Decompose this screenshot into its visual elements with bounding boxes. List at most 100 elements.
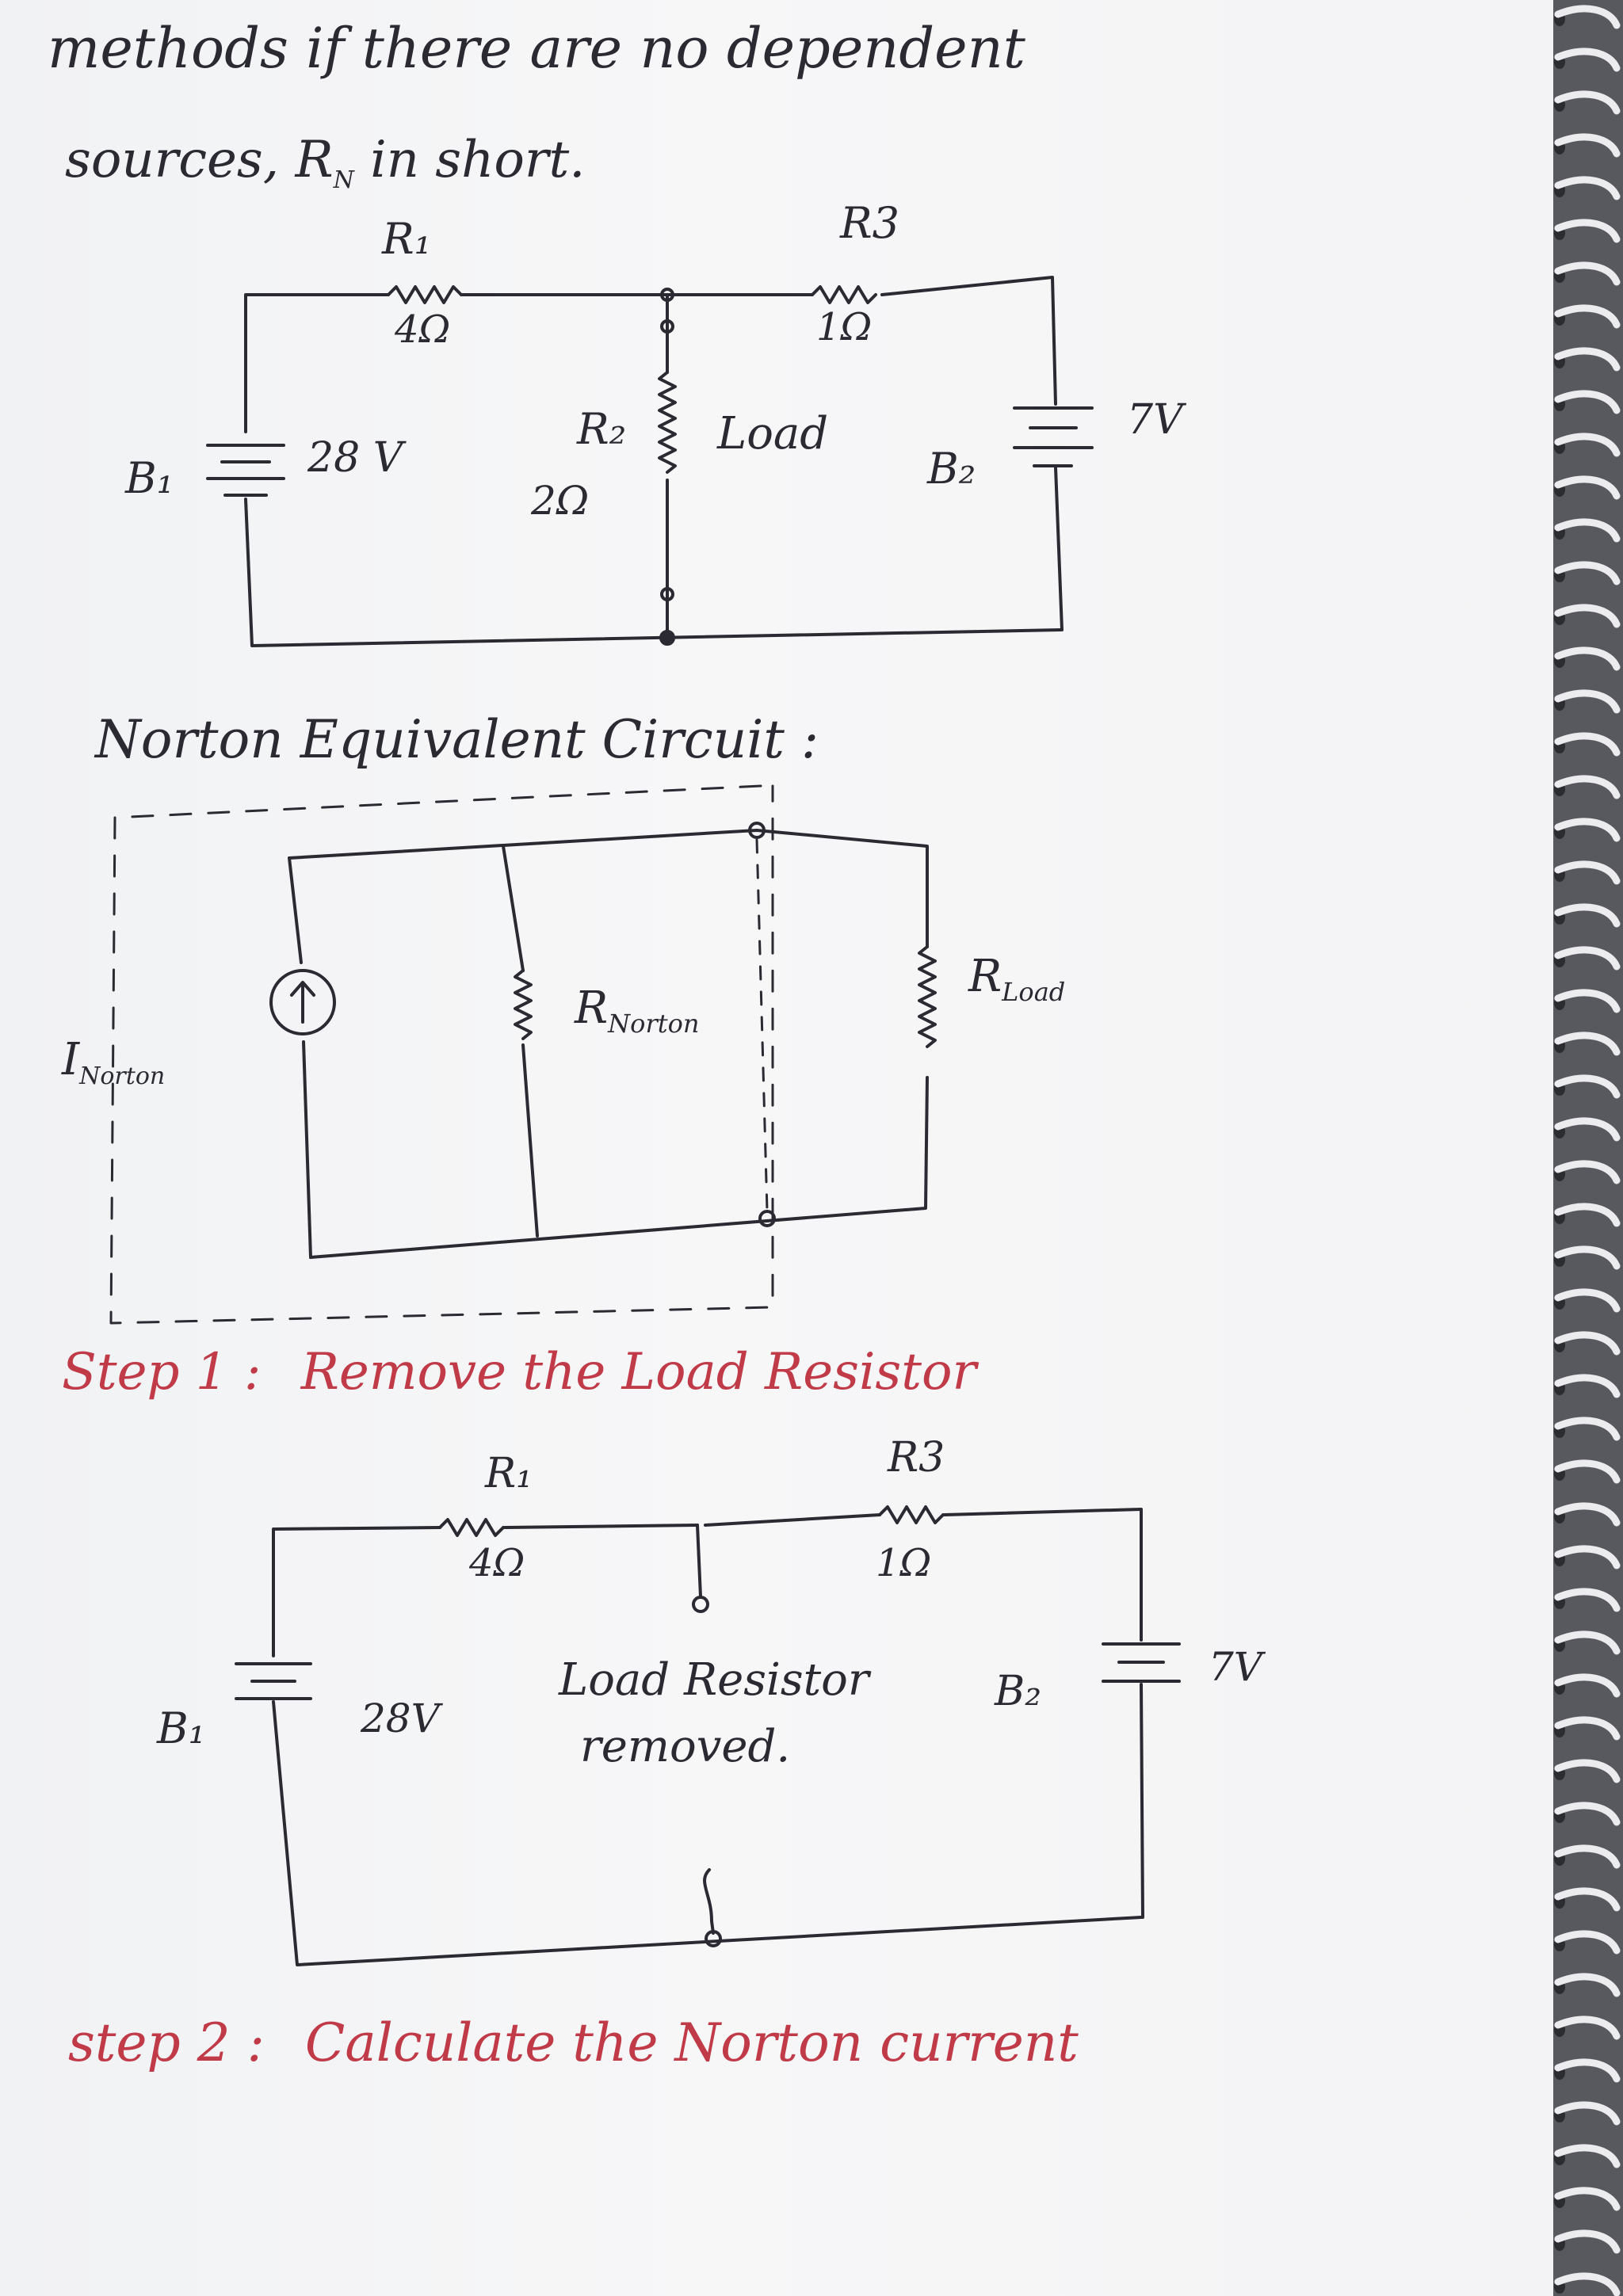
spiral-coil: [1554, 2229, 1621, 2254]
norton-heading: Norton Equivalent Circuit :: [95, 709, 819, 770]
spiral-coil: [1554, 5, 1621, 29]
norton-rn-sub: Norton: [608, 1009, 700, 1039]
norton-rn-wire-bottom: [521, 1043, 539, 1238]
c1-node-bottom: [659, 630, 675, 646]
spiral-coil: [1554, 732, 1621, 757]
spiral-coil: [1554, 604, 1621, 628]
c1-r1-name: R₁: [382, 214, 432, 264]
spiral-coil: [1554, 818, 1621, 842]
spiral-coil: [1554, 1759, 1621, 1783]
s1-note-line-2: removed.: [580, 1721, 791, 1772]
step1-heading: Step 1 : Remove the Load Resistor: [62, 1343, 976, 1402]
norton-bottom-wire: [309, 1076, 929, 1259]
spiral-coil: [1554, 1331, 1621, 1356]
norton-dashed-box: [109, 784, 774, 1325]
spiral-coil: [1554, 1716, 1621, 1741]
s1-open-terminal-top: [692, 1596, 709, 1613]
c1-load-label: Load: [717, 408, 829, 460]
c1-node-load-top: [660, 319, 674, 334]
spiral-coil: [1554, 133, 1621, 158]
step1-title: Remove the Load Resistor: [300, 1343, 977, 1402]
spiral-coil: [1554, 219, 1621, 243]
spiral-coil: [1554, 176, 1621, 200]
spiral-coil: [1554, 1502, 1621, 1527]
norton-left-wire-top: [288, 856, 303, 964]
c1-r3-resistor: [811, 285, 877, 304]
spiral-coil: [1554, 1288, 1621, 1313]
c1-r3-value: 1Ω: [816, 305, 873, 349]
step2-prefix: step 2 :: [68, 2012, 265, 2073]
norton-terminal-dash: [755, 838, 769, 1212]
norton-rload-resistor: [918, 945, 937, 1048]
spiral-coil: [1554, 1459, 1621, 1484]
s1-r3-name: R3: [888, 1434, 945, 1482]
c1-node-top: [660, 288, 674, 302]
s1-r1-resistor: [438, 1518, 505, 1537]
s1-b1-value: 28V: [361, 1695, 440, 1741]
norton-source-label: INorton: [62, 1034, 165, 1090]
spiral-coil: [1554, 860, 1621, 885]
s1-wire-to-r3: [704, 1513, 881, 1527]
spiral-coil: [1554, 689, 1621, 714]
spiral-coil: [1554, 2058, 1621, 2083]
norton-left-wire-bottom: [302, 1040, 312, 1259]
s1-right-wire: [1140, 1683, 1144, 1919]
spiral-coil: [1554, 1074, 1621, 1099]
spiral-coil: [1554, 903, 1621, 928]
norton-equivalent-circuit: [109, 784, 937, 1325]
norton-source-letter: I: [62, 1034, 80, 1085]
spiral-coil: [1554, 2016, 1621, 2040]
spiral-coil: [1554, 1588, 1621, 1612]
spiral-coil: [1554, 2272, 1621, 2296]
norton-rn-label: RNorton: [575, 982, 699, 1039]
spiral-coil: [1554, 561, 1621, 585]
s1-b2-name: B₂: [995, 1668, 1042, 1715]
c1-r2-name: R₂: [577, 404, 627, 454]
spiral-coil: [1554, 1673, 1621, 1698]
spiral-coil: [1554, 989, 1621, 1013]
spiral-coil: [1554, 1032, 1621, 1056]
s1-note-line-1: Load Resistor: [559, 1654, 869, 1706]
spiral-coil: [1554, 1203, 1621, 1227]
s1-b1-name: B₁: [157, 1703, 206, 1753]
spiral-coil: [1554, 261, 1621, 286]
s1-r3-value: 1Ω: [876, 1541, 932, 1585]
spiral-coil: [1554, 475, 1621, 500]
c1-r1-resistor: [387, 285, 463, 304]
norton-current-source: [269, 969, 336, 1035]
c1-r1-value: 4Ω: [395, 307, 451, 352]
s1-top-wire-right: [943, 1508, 1143, 1642]
c1-right-wire: [1054, 466, 1064, 631]
s1-r3-resistor: [878, 1505, 945, 1524]
spiral-coil: [1554, 1417, 1621, 1441]
spiral-coil: [1554, 2187, 1621, 2211]
c1-node-load-bottom: [660, 587, 674, 601]
s1-node-stub: [696, 1524, 702, 1598]
spiral-coil: [1554, 433, 1621, 457]
spiral-coil: [1554, 1802, 1621, 1826]
s1-bottom-stub: [703, 1868, 715, 1935]
spiral-coil: [1554, 1545, 1621, 1569]
intro-line-2-rest: in short.: [353, 131, 586, 189]
circuit-diagram-original: [206, 276, 1094, 647]
spiral-coil: [1554, 2144, 1621, 2168]
c1-r2-resistor: [658, 371, 677, 474]
norton-source-sub: Norton: [79, 1062, 166, 1091]
c1-r3-name: R3: [840, 198, 900, 248]
spiral-coil: [1554, 1630, 1621, 1655]
norton-rn-letter: R: [575, 982, 609, 1034]
c1-b1-name: B₁: [125, 453, 174, 503]
s1-open-terminal-bottom: [705, 1930, 722, 1947]
s1-wire-to-node: [503, 1524, 699, 1529]
norton-rn-wire-top: [502, 845, 525, 972]
intro-line-2-sub: N: [333, 166, 354, 194]
intro-line-2: sources, RN in short.: [65, 131, 586, 194]
spiral-coil: [1554, 2101, 1621, 2126]
spiral-coil: [1554, 48, 1621, 72]
norton-rn-resistor: [514, 969, 533, 1040]
norton-terminal-bottom: [758, 1210, 776, 1227]
s1-b2-value: 7V: [1209, 1644, 1262, 1690]
spiral-binding: [1553, 0, 1623, 2296]
norton-rload-label: RLoad: [968, 951, 1065, 1007]
spiral-coil: [1554, 1973, 1621, 1997]
